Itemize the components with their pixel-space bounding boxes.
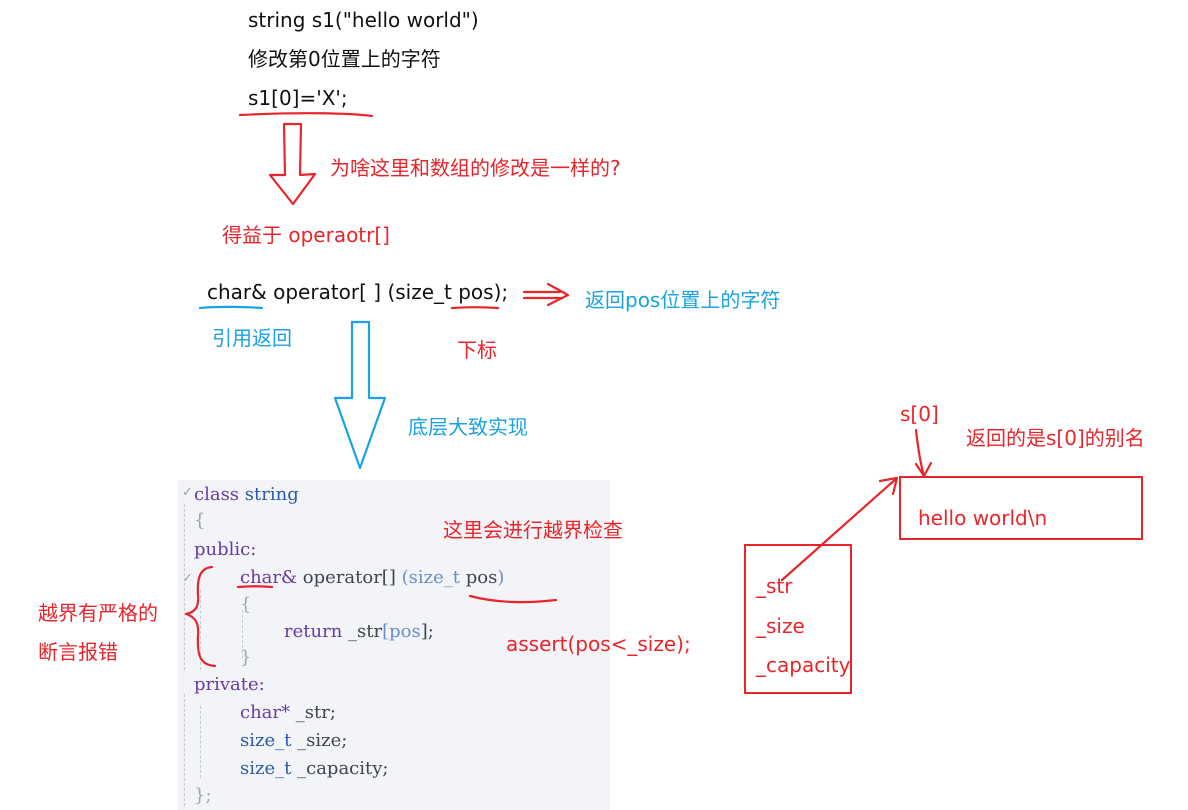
class-name: string (244, 484, 299, 505)
subscript-label: 下标 (457, 338, 497, 362)
str-pointer-arrow-icon (780, 476, 899, 582)
code-line-operator: char& operator[] (size_t pos) (240, 569, 504, 587)
code-line-return: return _str[pos]; (284, 623, 434, 641)
assert-error-note-line1: 越界有严格的 (38, 601, 158, 625)
fold-marker-icon: ✓ (182, 485, 193, 500)
param-type: size_t (408, 567, 460, 588)
ampersand: & (281, 567, 298, 588)
string-buffer-content: hello world\n (918, 506, 1048, 530)
param-name: pos (465, 567, 498, 588)
code-panel: ✓ ✓ class string { public: char& operato… (178, 480, 610, 810)
paren: ( (401, 567, 409, 588)
index: pos (389, 621, 421, 642)
string-object-box (744, 544, 852, 694)
question-note: 为啥这里和数组的修改是一样的? (330, 156, 621, 180)
reference-return-label: 引用返回 (212, 326, 292, 350)
curly-brace-annotation (184, 565, 217, 668)
indent-guide (200, 706, 201, 778)
field-capacity: _capacity (756, 653, 851, 677)
member-type: size_t (240, 730, 292, 751)
pointer-star: * (281, 702, 291, 723)
member-name: _str; (295, 702, 336, 723)
member-type: char (240, 702, 282, 723)
bracket-close: ]; (420, 621, 434, 642)
operator-name: operator[] (302, 567, 396, 588)
indent-guide (242, 610, 243, 658)
assign-underline (238, 112, 374, 118)
implementation-label: 底层大致实现 (408, 415, 528, 439)
return-description: 返回pos位置上的字符 (585, 288, 781, 312)
indent-guide (200, 590, 201, 670)
indent-guide (184, 694, 185, 806)
field-size: _size (756, 614, 805, 638)
member-name: _size; (297, 730, 348, 751)
assert-error-note-line2: 断言报错 (38, 640, 118, 664)
string-buffer-box (899, 476, 1143, 540)
code-param-underline (468, 594, 558, 604)
s0-label: s[0] (900, 402, 939, 426)
code-line-public: public: (194, 539, 257, 560)
member-type: size_t (240, 758, 292, 779)
code-char-underline (236, 585, 274, 589)
s1-declaration: string s1("hello world") (248, 8, 479, 32)
code-line-open: { (194, 510, 206, 531)
char-ref-underline (198, 305, 264, 310)
return-expr: _str (348, 621, 383, 642)
alias-note: 返回的是s[0]的别名 (966, 426, 1145, 450)
member-name: _capacity; (297, 758, 389, 779)
s0-arrow-icon (914, 428, 933, 478)
assign-statement: s1[0]='X'; (248, 86, 348, 110)
code-line-body-close: } (240, 647, 252, 668)
fold-marker-icon: ✓ (182, 571, 193, 586)
bracket: [ (382, 621, 390, 642)
down-arrow-blue-icon (333, 320, 387, 470)
keyword: class (194, 484, 240, 505)
operator-signature: char& operator[ ] (size_t pos); (207, 280, 509, 304)
double-arrow-icon (522, 282, 570, 307)
modify-note: 修改第0位置上的字符 (248, 47, 441, 71)
code-line-close: }; (194, 785, 212, 806)
return-type: char (240, 567, 282, 588)
code-line-body-open: { (240, 594, 252, 615)
indent-guide (184, 504, 185, 670)
operator-note: 得益于 operaotr[] (222, 223, 390, 247)
assert-code-note: assert(pos<_size); (506, 632, 691, 656)
paren: ) (497, 567, 505, 588)
field-str: _str (756, 574, 793, 598)
code-line-member-str: char* _str; (240, 704, 336, 722)
pos-underline (450, 306, 500, 310)
code-line-member-capacity: size_t _capacity; (240, 760, 388, 778)
bounds-check-note: 这里会进行越界检查 (443, 518, 623, 542)
down-arrow-red-icon (268, 122, 317, 206)
code-line-member-size: size_t _size; (240, 732, 347, 750)
code-line-class: class string (194, 486, 299, 504)
code-line-private: private: (194, 674, 265, 695)
return-keyword: return (284, 621, 343, 642)
